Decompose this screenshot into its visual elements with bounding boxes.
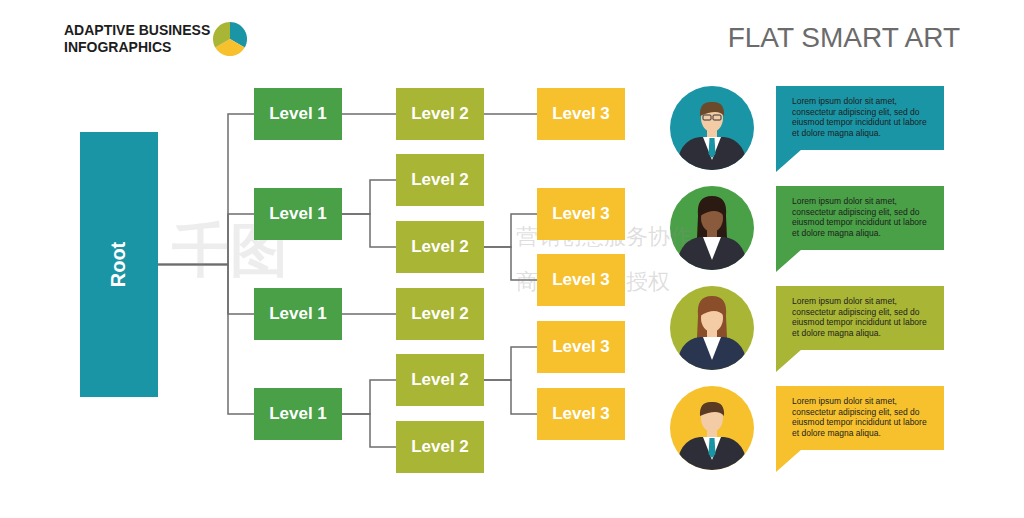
tree-connector [484,347,537,380]
bubble-tail-shape [776,249,802,272]
box-label: Level 2 [411,437,469,457]
level-box: Level 1 [254,388,342,440]
level-box: Level 2 [396,154,484,206]
tree-connector [484,113,537,115]
hair [697,296,727,338]
shirt [703,237,721,260]
level-box: Level 2 [396,88,484,140]
suit [676,137,748,176]
glasses [713,115,721,120]
box-label: Level 2 [411,370,469,390]
hair-fringe [700,202,724,216]
hair [700,102,724,116]
glasses [703,115,711,120]
person-avatar [670,286,754,376]
tree-connector [158,265,254,415]
shirt [703,437,721,460]
brand-text: ADAPTIVE BUSINESS INFOGRAPHICS [64,22,224,56]
hair-fringe [700,302,724,316]
hair [700,402,724,416]
bubble-text: Lorem ipsum dolor sit amet, consectetur … [792,196,932,238]
avatar-group [670,86,754,476]
box-label: Level 3 [552,337,610,357]
level-box: Level 2 [396,421,484,473]
tie [709,138,716,158]
person-figure [676,296,748,376]
pie-slice [213,22,230,48]
level-box: Level 1 [254,188,342,240]
bubble-tail-shape [776,149,802,172]
level-box: Level 3 [537,88,625,140]
speech-bubble: Lorem ipsum dolor sit amet, consectetur … [776,86,944,150]
suit [676,337,748,376]
level-box: Level 3 [537,388,625,440]
person-avatar [670,86,754,176]
box-label: Level 2 [411,304,469,324]
root-box: Root [80,132,158,397]
tree-connector [342,313,396,315]
level-box: Level 1 [254,88,342,140]
box-label: Level 1 [269,204,327,224]
tree-connector [484,380,537,414]
speech-bubble: Lorem ipsum dolor sit amet, consectetur … [776,286,944,350]
tree-connector [342,113,396,115]
speech-bubble: Lorem ipsum dolor sit amet, consectetur … [776,386,944,450]
box-label: Level 3 [552,104,610,124]
tree-connector [342,180,396,214]
bubble-tail [776,450,802,472]
bubble-tail-shape [776,449,802,472]
shirt [703,137,721,160]
bubble-tail-shape [776,349,802,372]
box-label: Level 3 [552,204,610,224]
bubble-text: Lorem ipsum dolor sit amet, consectetur … [792,96,932,138]
box-label: Level 1 [269,404,327,424]
box-label: Level 1 [269,304,327,324]
level-box: Level 3 [537,254,625,306]
box-label: Level 2 [411,170,469,190]
bubble-text: Lorem ipsum dolor sit amet, consectetur … [792,296,932,338]
bubble-tail [776,250,802,272]
level-box: Level 3 [537,188,625,240]
bubble-tail [776,150,802,172]
level-box: Level 1 [254,288,342,340]
box-label: Level 1 [269,104,327,124]
tree-connector [342,414,396,447]
tree-connector [342,380,396,414]
person-avatar [670,386,754,476]
tie [709,438,716,458]
shirt [703,337,721,360]
box-label: Level 2 [411,237,469,257]
speech-bubble: Lorem ipsum dolor sit amet, consectetur … [776,186,944,250]
box-label: Root [107,242,130,288]
hair [697,196,727,238]
box-label: Level 3 [552,270,610,290]
person-figure [676,102,748,176]
level-box: Level 2 [396,288,484,340]
logo-pie [213,22,247,56]
person-figure [676,402,748,476]
tree-connector [342,214,396,247]
level-box: Level 3 [537,321,625,373]
level-box: Level 2 [396,221,484,273]
slide-title: FLAT SMART ART [728,22,960,54]
box-label: Level 3 [552,404,610,424]
suit [676,437,748,476]
bubble-tail [776,350,802,372]
bubble-text: Lorem ipsum dolor sit amet, consectetur … [792,396,932,438]
level-box: Level 2 [396,354,484,406]
box-label: Level 2 [411,104,469,124]
